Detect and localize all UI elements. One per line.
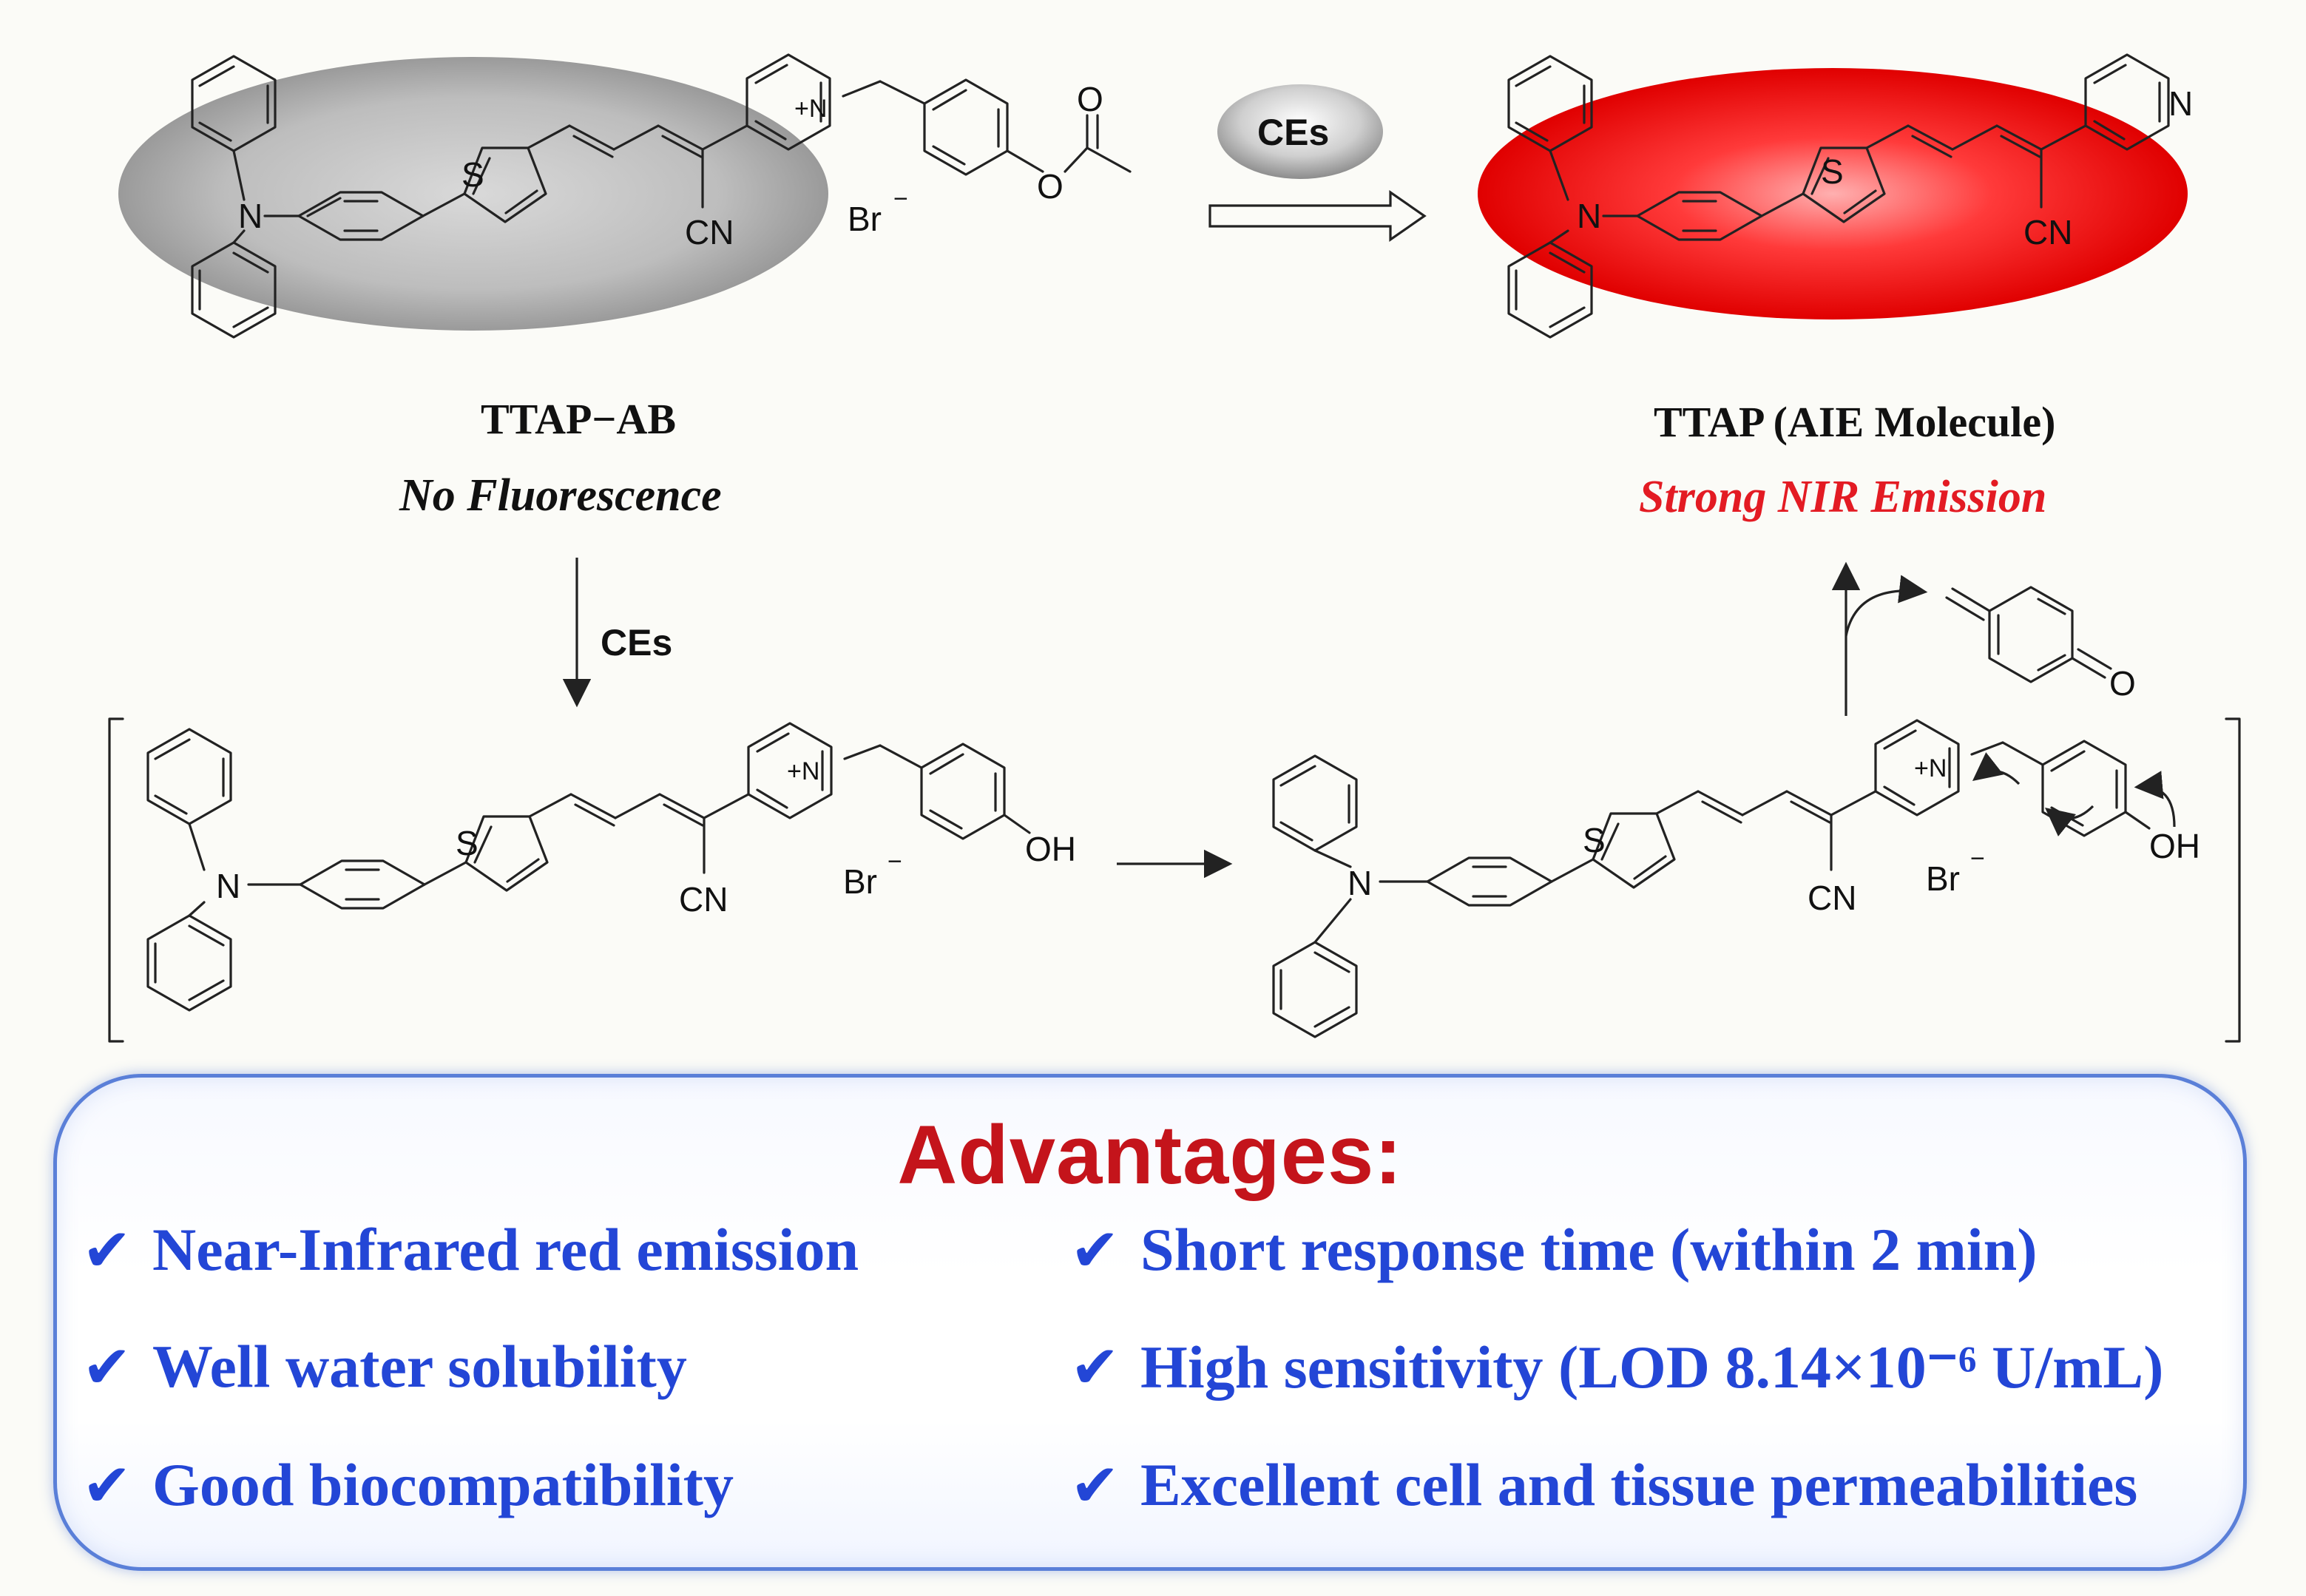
thiophene-s-label: S	[461, 155, 484, 194]
red-glow	[1478, 68, 2188, 319]
advantage-text: Near-Infrared red emission	[152, 1216, 859, 1283]
amine-n-label-int1: N	[216, 867, 240, 905]
nitrile-label: CN	[685, 213, 734, 251]
intermediate-bracket	[108, 717, 2241, 1043]
bromide-charge: −	[893, 185, 908, 213]
thiophene-s-label-product: S	[1821, 152, 1844, 191]
check-icon: ✔	[1070, 1333, 1120, 1401]
hydroxyl-label-int2: OH	[2149, 827, 2200, 865]
quinone-methide: O	[1945, 586, 2136, 703]
top-enzyme-step: CEs	[1208, 84, 1427, 243]
ces-label-top: CEs	[1257, 112, 1329, 153]
ces-label-down: CEs	[601, 622, 672, 663]
advantage-item: ✔ Good biocompatibility	[82, 1450, 734, 1520]
amine-n-label-product: N	[1577, 197, 1601, 235]
advantage-text: High sensitivity (LOD 8.14×10⁻⁶ U/mL)	[1140, 1333, 2164, 1401]
reaction-scheme: N S CN +N O	[108, 53, 2241, 1043]
pyridinium-n-label-int2: +N	[1914, 754, 1947, 782]
right-compound-subtitle: Strong NIR Emission	[1639, 472, 2046, 522]
nitrile-label-product: CN	[2023, 213, 2072, 251]
carbonyl-o-label: O	[1077, 80, 1103, 118]
left-compound-name: TTAP−AB	[481, 395, 676, 443]
thiophene-s-label-int1: S	[456, 824, 479, 862]
nitrile-label-int2: CN	[1808, 879, 1856, 917]
advantage-item: ✔ Excellent cell and tissue permeabiliti…	[1070, 1450, 2137, 1520]
pyridinium-n-label-int1: +N	[787, 757, 819, 785]
hydroxyl-label-int1: OH	[1025, 830, 1076, 868]
phenol-intermediate: N S CN +N OH Br −	[146, 722, 1076, 1012]
nitrile-label-int1: CN	[679, 880, 728, 919]
quinone-o-label: O	[2109, 664, 2136, 703]
advantage-item: ✔ High sensitivity (LOD 8.14×10⁻⁶ U/mL)	[1070, 1332, 2163, 1402]
pyridinium-n-label: +N	[794, 95, 827, 123]
ttap-molecule: N S CN N	[1478, 53, 2193, 339]
advantages-title: Advantages:	[897, 1109, 1403, 1201]
advantage-text: Good biocompatibility	[152, 1451, 734, 1518]
down-enzyme-step: CEs	[562, 558, 672, 708]
advantage-text: Excellent cell and tissue permeabilities	[1140, 1451, 2138, 1518]
bromide-label-int2: Br	[1926, 859, 1960, 898]
advantages-panel: Advantages: ✔ Near-Infrared red emission…	[53, 1074, 2247, 1571]
advantage-item: ✔ Well water solubility	[82, 1332, 687, 1401]
left-compound-subtitle: No Fluorescence	[399, 470, 722, 521]
check-icon: ✔	[82, 1450, 132, 1520]
advantage-text: Short response time (within 2 min)	[1140, 1216, 2038, 1283]
check-icon: ✔	[1070, 1450, 1120, 1520]
check-icon: ✔	[82, 1215, 132, 1285]
elimination-step: O	[1831, 561, 2136, 716]
bromide-label: Br	[848, 200, 882, 238]
amine-n-label-int2: N	[1348, 864, 1372, 902]
bromide-charge-int2: −	[1970, 845, 1985, 873]
bromide-label-int1: Br	[843, 862, 877, 901]
check-icon: ✔	[82, 1332, 132, 1401]
advantage-item: ✔ Near-Infrared red emission	[82, 1215, 859, 1285]
check-icon: ✔	[1070, 1215, 1120, 1285]
ttap-ab-molecule: N S CN +N O	[118, 53, 1132, 339]
ces-badge	[1217, 84, 1383, 179]
thiophene-s-label-int2: S	[1583, 821, 1606, 859]
elimination-intermediate: N S CN +N OH Br −	[1272, 719, 2200, 1038]
right-compound-name: TTAP (AIE Molecule)	[1654, 398, 2055, 446]
hollow-arrow	[1208, 189, 1427, 243]
amine-n-label: N	[238, 197, 263, 235]
advantage-text: Well water solubility	[152, 1333, 687, 1400]
ester-o-label: O	[1037, 167, 1064, 206]
advantage-item: ✔ Short response time (within 2 min)	[1070, 1215, 2038, 1285]
bromide-charge-int1: −	[887, 848, 902, 876]
pyridine-n-label: N	[2168, 84, 2193, 123]
